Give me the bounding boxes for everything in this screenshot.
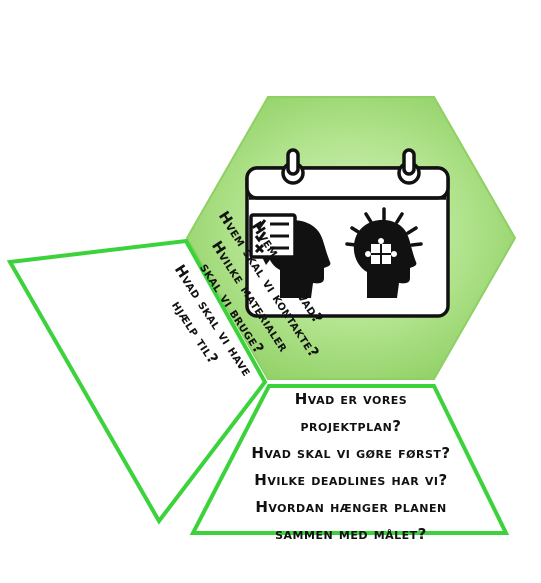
checklist-icon [249,213,297,265]
bottom-card-line: sammen med målet? [275,525,427,543]
bottom-card [189,384,510,535]
idea-rays-icon [345,207,423,247]
bottom-card-text: Hvad er vores projektplan? Hvad skal vi … [206,386,496,548]
calendar-ring-right [397,148,421,185]
puzzle-icon [365,238,397,264]
head-with-puzzle-idea-icon [345,207,423,298]
left-card [6,238,268,525]
bottom-card-line: Hvad skal vi gøre først? [251,444,451,462]
bottom-card-line: projektplan? [300,417,402,435]
bottom-card-line: Hvordan hænger planen [255,498,447,516]
head-with-checklist-icon [249,213,331,298]
bottom-card-line: Hvad er vores [294,390,408,408]
calendar-ring-left [281,148,305,185]
bottom-card-line: Hvilke deadlines har vi? [254,471,448,489]
